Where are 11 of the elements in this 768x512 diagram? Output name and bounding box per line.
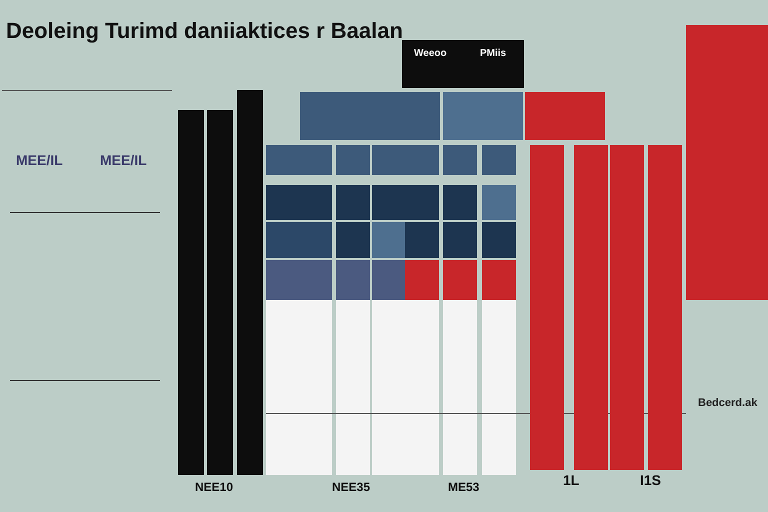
title: Deoleing Turimd daniiaktices r Baalan xyxy=(6,18,403,44)
label-text: MEE/IL xyxy=(100,152,147,168)
axis-label: 1L xyxy=(563,472,580,488)
axis-label: NEE35 xyxy=(332,480,370,494)
axis-label: NEE10 xyxy=(195,480,234,494)
label-text: MEE/IL xyxy=(16,152,63,168)
label-text: Weeoo xyxy=(414,48,447,59)
axis-label: ME53 xyxy=(448,480,480,494)
axis-label: I1S xyxy=(640,472,662,488)
label-text: Bedcerd.ak xyxy=(698,397,758,409)
label-text: PMiis xyxy=(480,48,506,59)
